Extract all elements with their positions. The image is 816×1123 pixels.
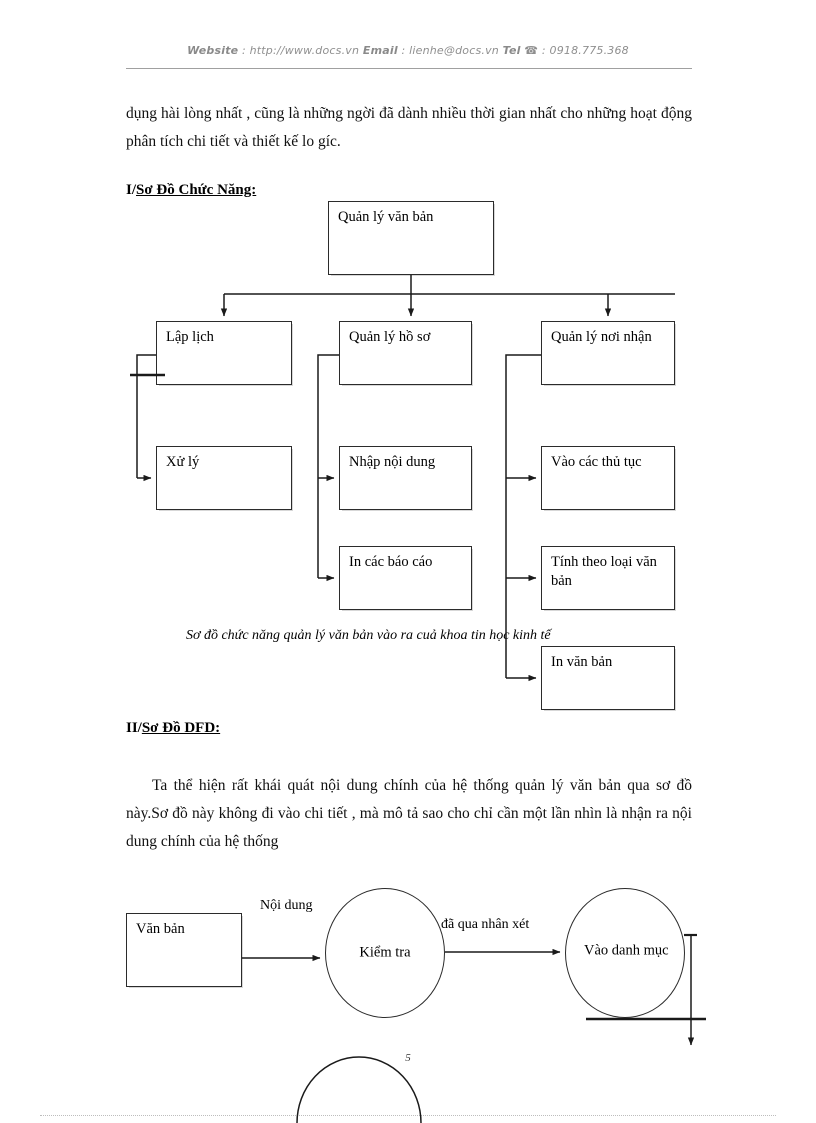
diagram-node-root: Quản lý văn bản <box>328 201 494 275</box>
diagram-node-in-cac-bao-cao: In các báo cáo <box>339 546 472 610</box>
diagram-node-nhap-noi-dung: Nhập nội dung <box>339 446 472 510</box>
node-label: Văn bản <box>136 921 185 937</box>
diagram-node-quan-ly-noi-nhan: Quản lý nơi nhận <box>541 321 675 385</box>
node-label: Vào danh mục <box>584 942 669 959</box>
dfd-flow-label-noi-dung: Nội dung <box>260 896 313 915</box>
header-divider <box>126 68 692 69</box>
header-email-label: Email <box>362 44 398 57</box>
dfd-process-kiem-tra: Kiểm tra <box>325 888 445 1018</box>
node-label: Kiểm tra <box>359 944 411 961</box>
running-header: Website : http://www.docs.vn Email : lie… <box>0 44 816 57</box>
node-label: Xử lý <box>166 454 200 470</box>
edge-label-text: Nội dung <box>260 898 313 913</box>
diagram-node-xu-ly: Xử lý <box>156 446 292 510</box>
footer-divider <box>40 1115 776 1116</box>
section-2-title: Sơ Đồ DFD: <box>141 720 221 736</box>
section-heading-1: I/Sơ Đồ Chức Năng: <box>126 182 256 199</box>
diagram-node-vao-cac-thu-tuc: Vào các thủ tục <box>541 446 675 510</box>
node-label: Quản lý nơi nhận <box>551 329 652 345</box>
paragraph-dfd-intro: Ta thể hiện rất khái quát nội dung chính… <box>126 777 692 850</box>
section-1-title: Sơ Đồ Chức Năng: <box>136 182 257 198</box>
section-2-prefix: II/ <box>126 720 142 736</box>
section-1-prefix: I/ <box>126 182 137 198</box>
page-number: 5 <box>405 1052 411 1064</box>
node-label: Quản lý văn bản <box>338 209 434 225</box>
node-label: Tính theo loại văn bản <box>551 554 657 589</box>
diagram-node-quan-ly-ho-so: Quản lý hồ sơ <box>339 321 472 385</box>
dfd-entity-van-ban: Văn bản <box>126 913 242 987</box>
node-label: In các báo cáo <box>349 554 433 570</box>
node-label: Vào các thủ tục <box>551 454 642 470</box>
header-tel-label: Tel <box>502 44 521 57</box>
node-label: In văn bản <box>551 654 613 670</box>
paragraph-intro: dụng hài lòng nhất , cũng là những ngời … <box>126 105 692 150</box>
header-website-value: : http://www.docs.vn <box>238 44 363 57</box>
diagram-node-in-van-ban: In văn bản <box>541 646 675 710</box>
dfd-process-vao-danh-muc: Vào danh mục <box>565 888 685 1018</box>
header-tel-value: : 0918.775.368 <box>538 44 629 57</box>
header-website-label: Website <box>187 44 239 57</box>
diagram-node-lap-lich: Lập lịch <box>156 321 292 385</box>
diagram-node-tinh-theo-loai-van-ban: Tính theo loại văn bản <box>541 546 675 610</box>
node-label: Quản lý hồ sơ <box>349 329 431 345</box>
section-heading-2: II/Sơ Đồ DFD: <box>126 720 220 737</box>
telephone-icon: ☎ <box>524 44 539 57</box>
figure-caption: Sơ đồ chức năng quản lý văn bản vào ra c… <box>186 628 551 643</box>
node-label: Nhập nội dung <box>349 454 436 470</box>
header-email-value: : lienhe@docs.vn <box>397 44 503 57</box>
dfd-flow-label-da-qua-nhan-xet: đã qua nhân xét <box>441 917 530 932</box>
node-label: Lập lịch <box>166 329 214 345</box>
